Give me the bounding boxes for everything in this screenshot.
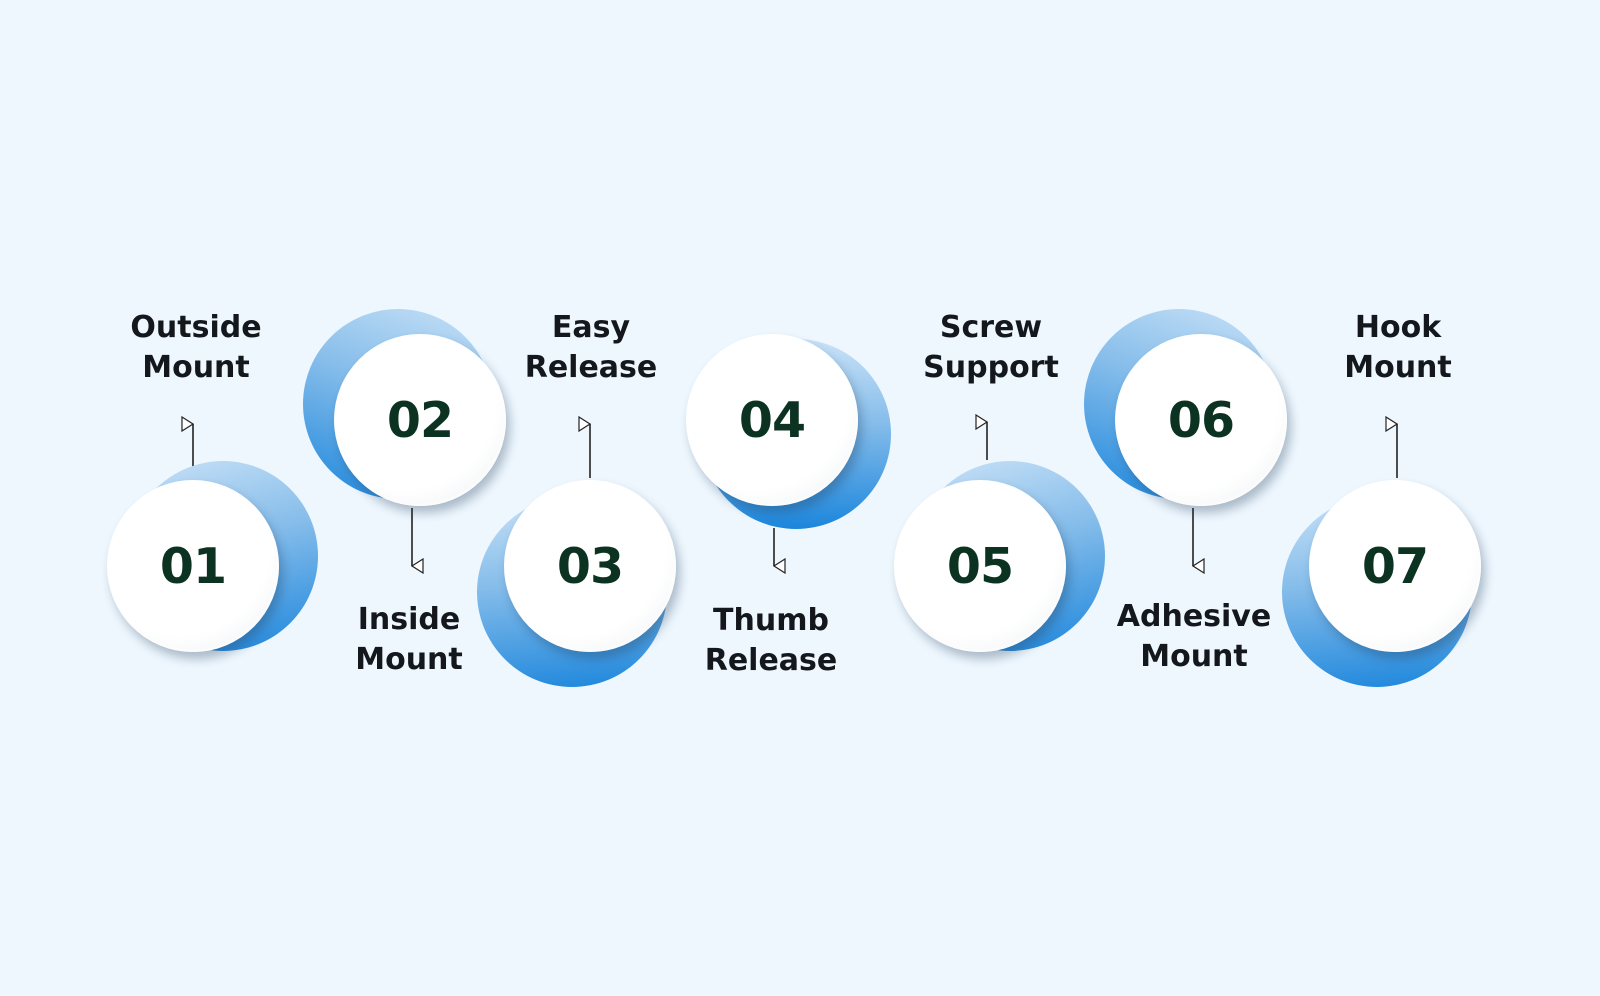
- step-01-number: 01: [159, 537, 227, 595]
- step-03-number: 03: [556, 537, 624, 595]
- step-04-label-line1: Thumb: [713, 603, 829, 638]
- step-03-label: Easy Release: [501, 308, 681, 388]
- step-04-label-line2: Release: [704, 643, 838, 678]
- step-03-label-line2: Release: [524, 350, 658, 385]
- step-04-circle: 04: [686, 334, 858, 506]
- step-02-label-line1: Inside: [357, 602, 461, 637]
- step-01-label-line1: Outside: [130, 310, 262, 345]
- step-06-label-line1: Adhesive: [1116, 599, 1272, 634]
- step-02-circle: 02: [334, 334, 506, 506]
- step-04-number: 04: [738, 391, 806, 449]
- step-01-circle: 01: [107, 480, 279, 652]
- step-06-label-line2: Mount: [1140, 639, 1248, 674]
- step-06-label: Adhesive Mount: [1104, 597, 1284, 677]
- step-07-label-line1: Hook: [1354, 310, 1442, 345]
- step-01-label: Outside Mount: [106, 308, 286, 388]
- step-07-label-line2: Mount: [1344, 350, 1452, 385]
- step-04-label: Thumb Release: [681, 601, 861, 681]
- step-02-number: 02: [386, 391, 454, 449]
- step-06-number: 06: [1167, 391, 1235, 449]
- step-06-circle: 06: [1115, 334, 1287, 506]
- step-03-label-line1: Easy: [551, 310, 631, 345]
- step-07-circle: 07: [1309, 480, 1481, 652]
- step-05-label-line2: Support: [923, 350, 1059, 385]
- step-05-circle: 05: [894, 480, 1066, 652]
- step-07-label: Hook Mount: [1308, 308, 1488, 388]
- step-05-label-line1: Screw: [939, 310, 1043, 345]
- step-02-label-line2: Mount: [355, 642, 463, 677]
- step-02-label: Inside Mount: [319, 600, 499, 680]
- step-05-number: 05: [946, 537, 1014, 595]
- step-03-circle: 03: [504, 480, 676, 652]
- step-01-label-line2: Mount: [142, 350, 250, 385]
- step-07-number: 07: [1361, 537, 1429, 595]
- step-05-label: Screw Support: [901, 308, 1081, 388]
